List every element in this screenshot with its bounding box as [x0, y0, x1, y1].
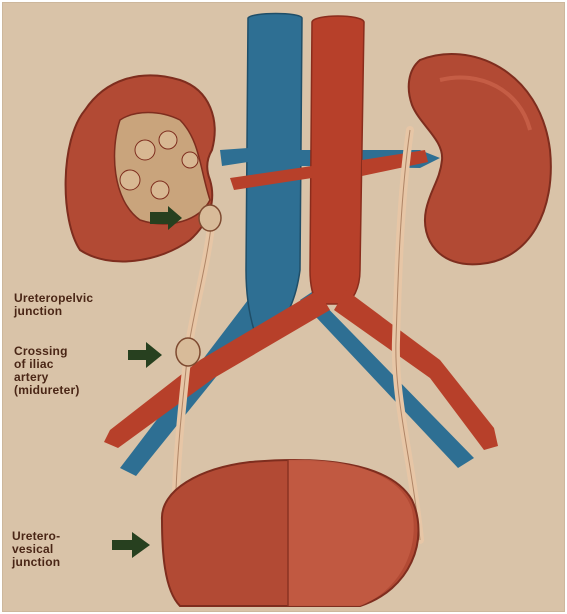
label-ureteropelvic-junction: Ureteropelvic junction [14, 292, 93, 318]
left-kidney [66, 75, 215, 261]
arrow-right-icon [128, 342, 162, 368]
bladder [162, 460, 419, 606]
aorta [310, 16, 364, 304]
label-crossing-iliac-artery: Crossing of iliac artery (midureter) [14, 345, 80, 397]
arrow-right-icon [112, 532, 150, 558]
label-ureterovesical-junction: Uretero- vesical junction [12, 530, 60, 569]
